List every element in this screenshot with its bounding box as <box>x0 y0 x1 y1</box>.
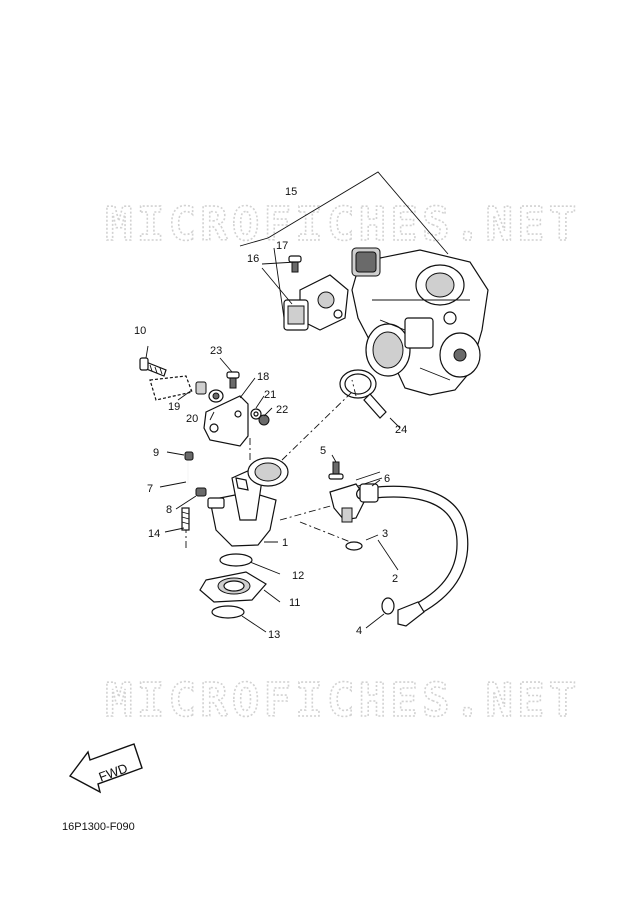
stud-14 <box>181 507 190 531</box>
joint-9 <box>184 451 194 461</box>
nut-22 <box>258 414 270 426</box>
watermark-bottom: MICROFICHES.NET <box>105 673 580 727</box>
diagram-code: 16P1300-F090 <box>62 821 135 833</box>
watermark-top: MICROFICHES.NET <box>105 197 580 251</box>
fwd-arrow: FWD <box>68 743 143 794</box>
damper-19 <box>149 375 207 401</box>
callout-13: 13 <box>268 629 280 641</box>
callout-14: 14 <box>148 528 160 540</box>
callout-19: 19 <box>168 401 180 413</box>
callout-1: 1 <box>282 537 288 549</box>
callout-24: 24 <box>395 424 407 436</box>
bolt-23 <box>226 371 240 389</box>
screw-17 <box>288 255 302 273</box>
callout-8: 8 <box>166 504 172 516</box>
callout-20: 20 <box>186 413 198 425</box>
callout-7: 7 <box>147 483 153 495</box>
intake-manifold <box>207 457 289 547</box>
callout-3: 3 <box>382 528 388 540</box>
throttle-position-sensor <box>283 274 349 331</box>
callout-18: 18 <box>257 371 269 383</box>
clamp-4 <box>381 597 425 627</box>
callout-6: 6 <box>384 473 390 485</box>
callout-9: 9 <box>153 447 159 459</box>
callout-15: 15 <box>285 186 297 198</box>
callout-23: 23 <box>210 345 222 357</box>
collar-20 <box>208 389 224 403</box>
callout-10: 10 <box>134 325 146 337</box>
hose-clamp-24 <box>339 369 387 419</box>
callout-5: 5 <box>320 445 326 457</box>
insulator-11 <box>199 571 267 603</box>
throttle-body <box>351 247 489 396</box>
callout-22: 22 <box>276 404 288 416</box>
callout-4: 4 <box>356 625 362 637</box>
callout-21: 21 <box>264 389 276 401</box>
washer-21 <box>250 408 262 420</box>
callout-17: 17 <box>276 240 288 252</box>
callout-2: 2 <box>392 573 398 585</box>
gasket-12 <box>219 553 253 567</box>
hose-2 <box>356 483 469 618</box>
callout-12: 12 <box>292 570 304 582</box>
bolt-10 <box>139 357 167 377</box>
bracket-18 <box>203 395 249 447</box>
gasket-13 <box>211 605 245 619</box>
callout-16: 16 <box>247 253 259 265</box>
o-ring-3 <box>345 541 363 551</box>
joint-8 <box>195 487 207 497</box>
bolt-5 <box>328 461 344 480</box>
hose-7 <box>187 458 199 493</box>
callout-11: 11 <box>289 597 300 609</box>
